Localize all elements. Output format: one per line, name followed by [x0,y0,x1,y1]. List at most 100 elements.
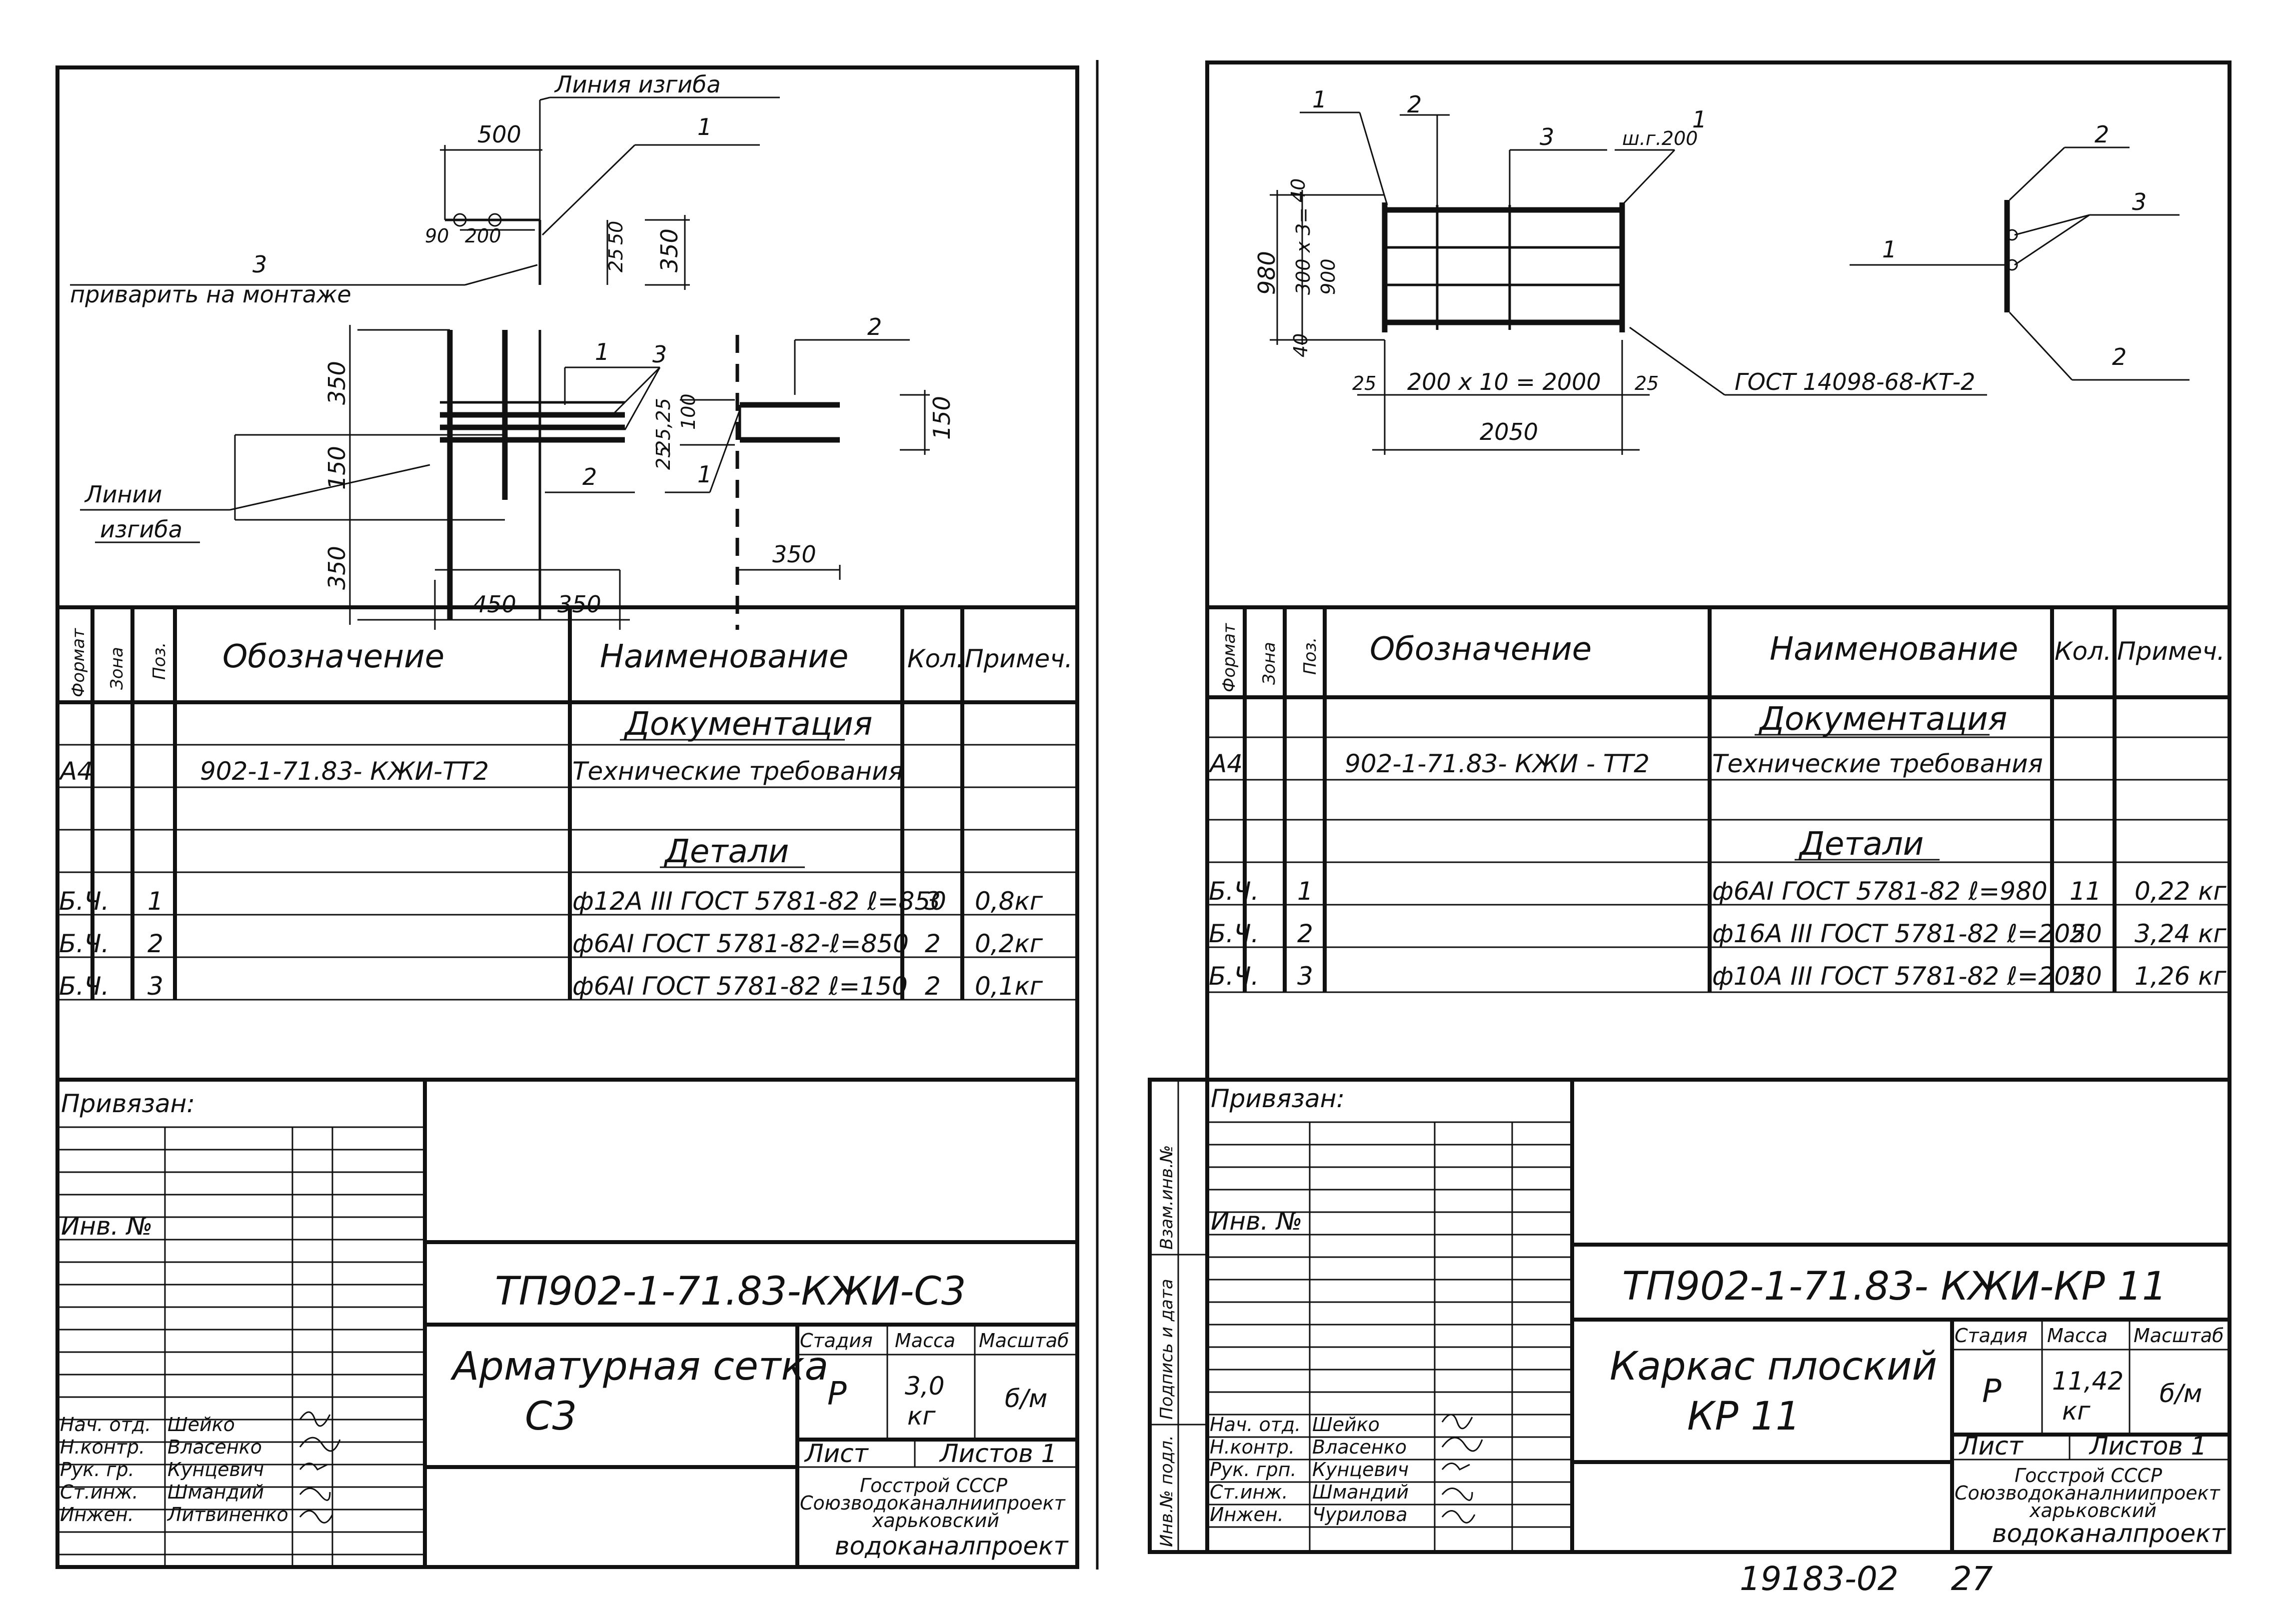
section-details: Детали [663,833,789,870]
person-name: Кунцевич [167,1459,264,1481]
header-name: Наименование [600,638,848,675]
table-row: Б.Ч. 3 ф6АI ГОСТ 5781-82 ℓ=150 2 0,1кг [59,972,1043,1001]
left-title-block: Привязан: Инв. № ТП902-1-71.83-КЖИ-С3 Ар… [57,1078,1077,1567]
person-name: Кунцевич [1312,1459,1409,1481]
col-stage: Стадия [800,1330,873,1352]
svg-text:ф6АI ГОСТ 5781-82 ℓ=150: ф6АI ГОСТ 5781-82 ℓ=150 [572,972,908,1001]
header-format: Формат [68,628,88,697]
pos-label-1-left: 1 [1312,86,1327,113]
doc-row-designation: 902-1-71.83- КЖИ-ТТ2 [200,757,489,786]
dim-150-right: 150 [928,396,955,440]
inv-label: Инв. № [1211,1207,1302,1236]
archive-number: 19183-02 27 [1740,1560,1993,1598]
table-row: Б.Ч. 1 ф12А III ГОСТ 5781-82 ℓ=850 3 0,8… [59,887,1043,916]
svg-text:0,8кг: 0,8кг [975,887,1043,916]
header-pos: Поз. [1300,637,1320,675]
svg-text:2: 2 [925,929,941,958]
org-2: Союзводоканалниипроект [800,1492,1066,1514]
svg-text:2: 2 [1297,919,1313,948]
section-docs: Документация [1758,701,2007,738]
header-designation: Обозначение [1370,631,1592,668]
signature-mark [299,1463,328,1471]
person-name: Шмандий [167,1481,264,1503]
header-note: Примеч. [965,644,1073,673]
dim-100: 100 [677,393,699,430]
gost-weld-note: ГОСТ 14098-68-КТ-2 [1735,368,1975,395]
drawing-title-1: Каркас плоский [1610,1344,1937,1389]
svg-text:ф10А III ГОСТ 5781-82 ℓ=2050: ф10А III ГОСТ 5781-82 ℓ=2050 [1712,962,2102,991]
dim-90: 90 [425,225,449,247]
signature-mark [299,1411,331,1427]
person-role: Рук. грп. [1210,1459,1297,1481]
section-docs: Документация [623,706,872,743]
sheet-label: Лист [1959,1432,2024,1461]
dim-25-25: 25,25 [652,398,674,452]
drawing-title-2: КР 11 [1687,1394,1800,1439]
svg-text:3,24 кг: 3,24 кг [2135,919,2227,948]
left-spec-table: Формат Зона Поз. Обозначение Наименовани… [57,605,1077,1082]
header-qty: Кол. [907,644,964,673]
doc-row-name: Технические требования [572,757,903,786]
svg-text:2: 2 [147,929,163,958]
weld-step-note: ш.г.200 [1622,127,1698,149]
scale-value: б/м [2160,1379,2202,1408]
left-drawing: Линия изгиба 500 1 90 200 25 50 [70,71,955,630]
dim-350-left-lower: 350 [323,546,350,590]
svg-text:2: 2 [2070,919,2086,948]
dim-200x10: 200 x 10 = 2000 [1407,368,1601,395]
table-row: Б.Ч. 2 ф16А III ГОСТ 5781-82 ℓ=2050 2 3,… [1209,919,2227,948]
dim-25-left: 25 [1352,372,1376,394]
mass-unit: кг [2062,1397,2091,1426]
person-name: Шейко [1312,1414,1380,1436]
dim-40-bottom: 40 [1290,333,1312,357]
svg-text:ф6АI ГОСТ 5781-82-ℓ=850: ф6АI ГОСТ 5781-82-ℓ=850 [572,929,909,958]
signature-mark [299,1488,331,1501]
dim-350-left-upper: 350 [323,361,350,405]
bend-lines-label-2: изгиба [100,516,182,543]
bend-lines-label-1: Линии [84,481,162,508]
person-name: Чурилова [1312,1504,1408,1526]
pos-label-2-side-top: 2 [2095,121,2109,148]
dim-40-top: 40 [1287,178,1309,202]
bend-line-label-top: Линия изгиба [554,71,721,98]
dim-25b: 25 [652,446,674,470]
dim-350-right-bottom: 350 [772,541,816,568]
dim-500: 500 [477,121,521,148]
org-3: харьковский [872,1510,999,1532]
col-scale: Масштаб [979,1330,1069,1352]
svg-text:3: 3 [1297,962,1313,991]
pos-label-1-grid: 1 [595,338,609,365]
pos-label-1-right: 1 [697,461,712,488]
drawing-code: ТП902-1-71.83- КЖИ-КР 11 [1622,1264,2167,1309]
dim-200: 200 [465,225,501,247]
mass-value: 3,0 [905,1372,945,1401]
col-stage: Стадия [1955,1325,2028,1347]
signature-mark [1441,1437,1483,1452]
right-sheet: 1 2 3 1 ш.г.200 [1148,60,2232,1554]
pos-label-3-grid: 3 [652,341,667,368]
signature-mark [1441,1510,1476,1524]
pos-label-2-side-bottom: 2 [2112,343,2127,370]
dim-2050: 2050 [1480,418,1538,445]
pos-label-3-top: 3 [1540,123,1554,150]
org-1: Госстрой СССР [860,1475,1007,1497]
page-number: 27 [1951,1560,1993,1598]
person-name: Власенко [1312,1436,1407,1458]
svg-text:Б.Ч.: Б.Ч. [59,929,109,958]
dim-350-vert-top: 350 [656,228,683,272]
scale-value: б/м [1005,1384,1047,1413]
svg-text:Б.Ч.: Б.Ч. [1209,919,1259,948]
svg-text:3: 3 [147,972,163,1001]
drawing-title-2: С3 [525,1394,577,1439]
table-row: Б.Ч. 1 ф6АI ГОСТ 5781-82 ℓ=980 11 0,22 к… [1209,877,2227,906]
drawing-code: ТП902-1-71.83-КЖИ-С3 [495,1269,966,1314]
inv-replace-label: Взам.инв.№ [1157,1145,1177,1250]
svg-text:ф12А III ГОСТ 5781-82 ℓ=850: ф12А III ГОСТ 5781-82 ℓ=850 [572,887,946,916]
mass-value: 11,42 [2052,1367,2124,1396]
inv-label: Инв. № [61,1212,152,1241]
sheets-label: Листов 1 [939,1439,1057,1468]
attached-label: Привязан: [61,1089,195,1118]
person-role: Инжен. [1210,1504,1284,1526]
person-role: Инжен. [60,1504,134,1526]
